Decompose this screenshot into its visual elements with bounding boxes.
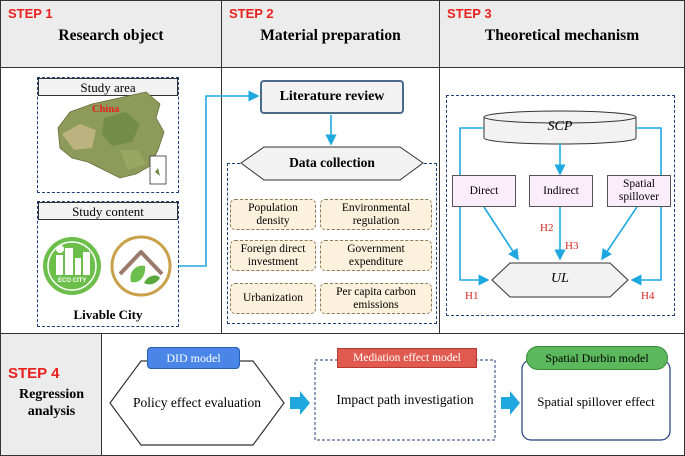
header-divider (0, 67, 685, 68)
hypothesis-h2: H2 (540, 222, 554, 234)
study-content-title: Study content (38, 202, 178, 220)
data-collection-label: Data collection (289, 155, 375, 170)
mechanism-direct: Direct (452, 175, 516, 207)
policy-effect-label: Policy effect evaluation (133, 395, 261, 410)
mediation-model-tag: Mediation effect model (337, 348, 477, 368)
step2-label: STEP 2 (229, 6, 274, 21)
literature-review-box: Literature review (260, 80, 404, 114)
scp-label: SCP (547, 119, 573, 134)
step1-title: Research object (58, 27, 164, 44)
livable-city-label: Livable City (73, 307, 143, 322)
step4-label-panel (1, 334, 102, 455)
mechanism-indirect: Indirect (529, 175, 593, 207)
step2-title: Material preparation (260, 27, 401, 44)
hypothesis-h3: H3 (565, 240, 579, 252)
did-model-tag: DID model (147, 347, 240, 369)
step1-label: STEP 1 (8, 6, 53, 21)
ul-label: UL (551, 271, 569, 286)
spatial-spillover-effect-label: Spatial spillover effect (537, 394, 655, 409)
study-area-title: Study area (38, 78, 178, 96)
impact-path-label: Impact path investigation (336, 392, 474, 407)
step3-label: STEP 3 (447, 6, 492, 21)
step3-title: Theoretical mechanism (484, 27, 640, 44)
eco-city-badge-text: ECO CITY (58, 278, 87, 284)
header-band (0, 0, 685, 68)
step4-label: STEP 4 (8, 365, 60, 382)
study-area-frame (37, 77, 179, 193)
hypothesis-h1: H1 (465, 290, 479, 302)
hypothesis-h4: H4 (641, 290, 655, 302)
data-item-urbanization: Urbanization (230, 283, 316, 314)
step4-title: Regression analysis (18, 387, 85, 419)
literature-review-label: Literature review (279, 89, 385, 104)
china-map-label: China (92, 104, 120, 115)
spatial-durbin-tag: Spatial Durbin model (526, 346, 668, 370)
study-content-frame (37, 201, 179, 327)
mechanism-frame (446, 95, 675, 316)
